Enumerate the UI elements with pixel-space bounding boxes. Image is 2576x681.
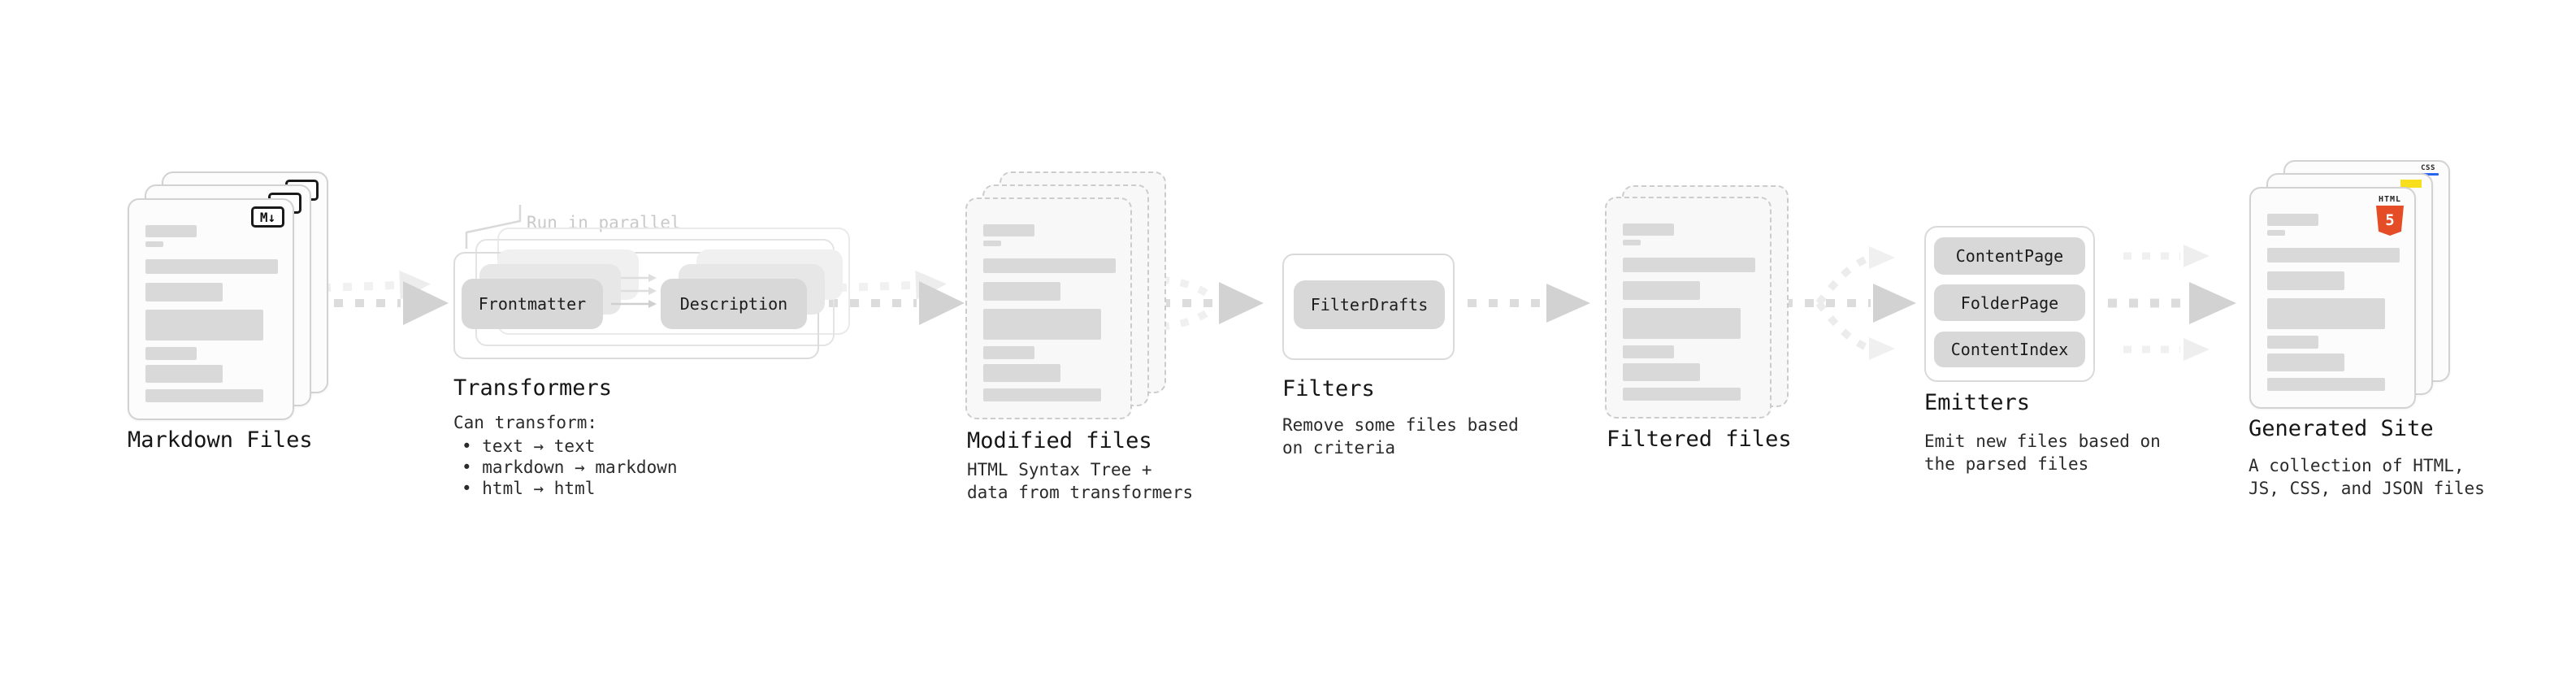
desc-line: A collection of HTML, [2249, 456, 2465, 475]
document-text-placeholder [967, 199, 1130, 418]
javascript-icon [2400, 180, 2422, 188]
desc-line: HTML Syntax Tree + [967, 460, 1152, 479]
filtered-files-title: Filtered files [1607, 427, 1792, 452]
desc-line: on criteria [1282, 438, 1396, 458]
arrow-markdown-to-transformers [313, 270, 449, 325]
contentindex-pill: ContentIndex [1934, 332, 2085, 367]
generated-site-title: Generated Site [2249, 416, 2434, 441]
document-text-placeholder [129, 200, 293, 419]
emitters-title: Emitters [1924, 390, 2031, 415]
modified-files-desc: HTML Syntax Tree + data from transformer… [967, 458, 1193, 504]
modified-files-title: Modified files [967, 428, 1152, 453]
frontmatter-pill: Frontmatter [462, 279, 603, 329]
emitters-desc: Emit new files based on the parsed files [1924, 430, 2161, 475]
arrow-emitters-to-site [2108, 245, 2236, 361]
transformers-desc-heading: Can transform: [453, 413, 598, 432]
document-text-placeholder [2251, 189, 2414, 407]
pill-to-pill-arrows [611, 274, 657, 308]
bullet-item: • html → html [462, 479, 596, 498]
arrow-filters-to-filtered [1468, 284, 1590, 323]
arrow-transformers-to-modified [829, 270, 965, 325]
bullet-item: • markdown → markdown [462, 458, 678, 477]
modified-file-card-front [965, 197, 1132, 419]
markdown-file-card-front: M↓ [128, 198, 294, 420]
generated-site-desc: A collection of HTML, JS, CSS, and JSON … [2249, 454, 2485, 500]
html5-icon: HTML 5 [2372, 195, 2408, 236]
desc-line: the parsed files [1924, 454, 2089, 474]
filters-desc: Remove some files based on criteria [1282, 414, 1519, 459]
run-in-parallel-label: Run in parallel [527, 213, 681, 232]
markdown-files-title: Markdown Files [128, 427, 313, 453]
desc-line: Remove some files based [1282, 415, 1519, 435]
site-file-card-html: HTML 5 [2249, 187, 2416, 409]
desc-line: Emit new files based on [1924, 432, 2161, 451]
markdown-icon: M↓ [251, 206, 284, 228]
transformers-title: Transformers [453, 375, 613, 401]
arrow-modified-to-filters-merge [1140, 275, 1264, 332]
filters-title: Filters [1282, 376, 1375, 401]
folderpage-pill: FolderPage [1934, 284, 2085, 321]
css-icon: CSS [2418, 165, 2439, 176]
arrow-filtered-to-emitters-fanout [1784, 246, 1916, 360]
document-text-placeholder [1607, 198, 1770, 417]
bullet-item: • text → text [462, 436, 596, 456]
desc-line: data from transformers [967, 483, 1194, 502]
run-in-parallel-leader-line [465, 205, 522, 249]
transformers-bullet-list: • text → text • markdown → markdown • ht… [453, 436, 678, 499]
description-pill: Description [661, 279, 807, 329]
filtered-file-card-front [1605, 197, 1772, 419]
desc-line: JS, CSS, and JSON files [2249, 479, 2485, 498]
filterdrafts-pill: FilterDrafts [1294, 280, 1445, 329]
contentpage-pill: ContentPage [1934, 237, 2085, 275]
